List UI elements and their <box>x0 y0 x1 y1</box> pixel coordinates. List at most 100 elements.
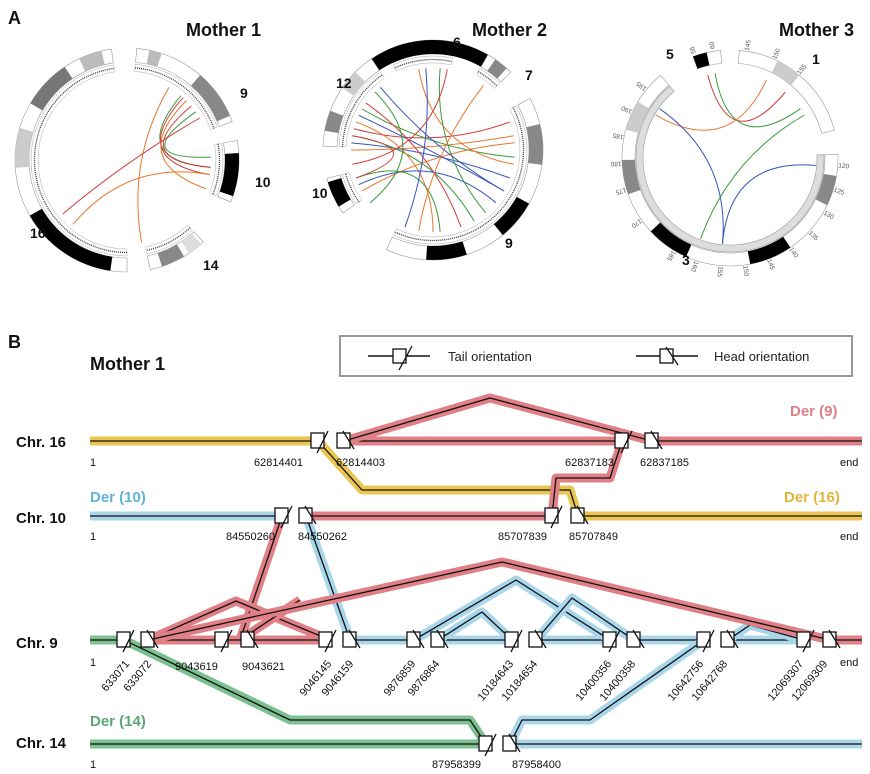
axis-tick-label: 135 <box>807 230 820 243</box>
head-orientation-mark <box>508 733 521 753</box>
chr-16-start: 1 <box>90 457 96 469</box>
cytoband <box>324 110 344 134</box>
cytoband <box>622 159 641 195</box>
breakpoint-symbol <box>318 631 333 648</box>
chr-10-start: 1 <box>90 531 96 543</box>
mother-1-ideogram-ring <box>14 48 240 273</box>
tail-orientation-mark <box>702 629 715 653</box>
copy-number-points <box>344 173 360 203</box>
cytoband <box>625 101 649 134</box>
chr-9-end: end <box>840 657 858 669</box>
chromosome-ideogram <box>322 58 380 147</box>
cytoband <box>526 123 543 165</box>
head-orientation-symbol <box>636 346 698 366</box>
chr-10-end: end <box>840 531 858 543</box>
breakpoint-symbol <box>614 432 629 449</box>
mother-2-chr-6-label: 6 <box>453 34 461 50</box>
copy-number-track <box>338 71 385 148</box>
tail-orientation-mark <box>608 629 621 653</box>
chord <box>655 79 767 131</box>
copy-number-points <box>146 227 191 252</box>
pos-87958400: 87958400 <box>512 759 561 771</box>
pos-84550262: 84550262 <box>298 531 347 543</box>
axis-tick-label: 145 <box>744 39 753 51</box>
derivative-band <box>314 437 583 518</box>
tail-orientation-mark <box>620 430 633 454</box>
chord <box>365 102 462 228</box>
breakpoint-symbol <box>274 507 289 524</box>
tail-orientation-mark <box>280 505 293 529</box>
axis-tick-label: 185 <box>612 131 624 140</box>
copy-number-points <box>394 107 525 242</box>
cytoband <box>693 52 710 69</box>
der-14-label: Der (14) <box>90 713 146 730</box>
head-orientation-mark <box>650 430 663 450</box>
breakpoint-symbol <box>504 631 519 648</box>
axis-tick-label: 140 <box>787 246 799 259</box>
chord <box>379 86 505 192</box>
panel-a-letter: A <box>8 8 21 28</box>
mother-3-ideogram-ring: 1451501551201251301351401451501551601651… <box>610 39 850 278</box>
tail-orientation-mark <box>122 629 135 653</box>
chr-10-row-label: Chr. 10 <box>16 510 66 527</box>
breakpoint-symbol <box>116 631 131 648</box>
tail-orientation-mark <box>324 629 337 653</box>
pos-84550260: 84550260 <box>226 531 275 543</box>
mother-2-chr-12-label: 12 <box>336 75 352 91</box>
junction-line <box>437 611 513 641</box>
mother-2-chr-7-label: 7 <box>525 67 533 83</box>
cytoband <box>747 236 791 265</box>
cytoband <box>340 39 510 99</box>
pos-62814401: 62814401 <box>254 457 303 469</box>
tail-orientation-mark <box>220 629 233 653</box>
chord <box>352 69 448 165</box>
breakpoint-symbol <box>602 631 617 648</box>
orientation-legend: Tail orientation Head orientation <box>339 335 853 377</box>
mother-3-circos: Mother 3 1451501551201251301351401451501… <box>610 20 854 278</box>
derivative-band <box>342 393 654 446</box>
chord <box>72 171 210 225</box>
junction-line <box>123 639 487 745</box>
mother-2-circos: Mother 2 6 7 9 10 12 <box>312 20 547 261</box>
pos-9043621: 9043621 <box>242 661 285 673</box>
mother-3-chr-3-label: 3 <box>682 252 690 268</box>
copy-number-points <box>135 67 215 129</box>
cytoband <box>493 196 530 236</box>
breakpoint-symbol <box>696 631 711 648</box>
tail-orientation-mark <box>550 505 563 529</box>
breakpoint-symbol <box>214 631 229 648</box>
cytoband <box>157 244 185 267</box>
tail-orientation-mark <box>484 733 497 757</box>
mother-3-chr-1-label: 1 <box>812 51 820 67</box>
junction-line <box>413 579 611 641</box>
chr-9-row-label: Chr. 9 <box>16 635 58 652</box>
head-orientation-mark <box>534 629 547 649</box>
copy-number-track <box>30 64 128 257</box>
panel-b-letter: B <box>8 332 21 352</box>
head-orientation-label: Head orientation <box>714 349 809 364</box>
axis-tick-label: 150 <box>741 265 749 277</box>
axis-tick-label: 155 <box>715 266 723 278</box>
mother-2-chr-9-label: 9 <box>505 235 513 251</box>
axis-tick-label: 145 <box>765 258 775 271</box>
cytoband <box>181 233 202 254</box>
chord <box>159 97 210 176</box>
chord <box>162 105 211 168</box>
cytoband <box>30 66 73 111</box>
chord <box>137 87 170 243</box>
axis-tick-label: 160 <box>689 260 699 273</box>
inner-track <box>635 85 825 253</box>
head-orientation-mark <box>412 629 425 649</box>
junction-line <box>551 440 623 517</box>
chord <box>352 135 395 179</box>
head-orientation-mark <box>246 629 259 649</box>
cytoband <box>14 127 34 168</box>
head-orientation-mark <box>632 629 645 649</box>
junction-line <box>147 600 331 641</box>
cytoband <box>79 50 105 72</box>
copy-number-points <box>33 67 128 254</box>
axis-tick-label: 180 <box>610 160 621 167</box>
head-orientation-mark <box>828 629 841 649</box>
mother-1-circos: Mother 1 9 10 14 16 <box>14 20 271 273</box>
cytoband <box>342 71 366 96</box>
